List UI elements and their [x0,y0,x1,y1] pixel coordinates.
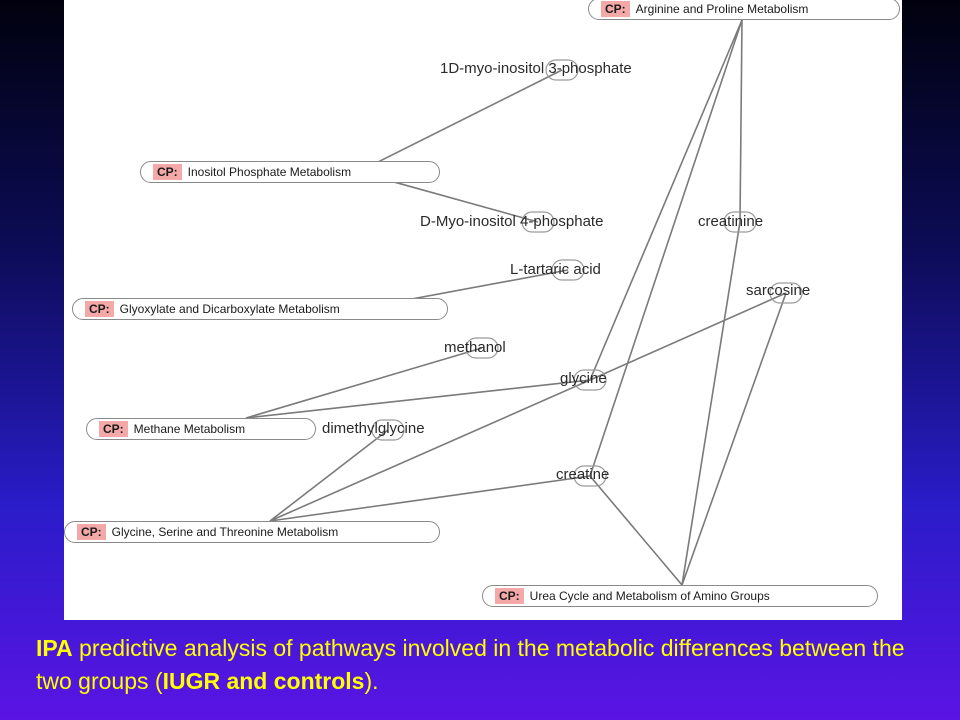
edge-sarcosine-urea [681,292,787,586]
edge-layer [245,19,803,586]
pathway-node-methane: CP: Methane Metabolism [86,418,316,440]
edge-arginine-creatinine [739,19,743,223]
pathway-label: Glycine, Serine and Threonine Metabolism [111,525,339,539]
metabolite-node-oval [465,337,499,359]
metabolite-node-oval [573,465,607,487]
metabolite-node-oval [521,211,555,233]
pathway-node-urea-cycle: CP: Urea Cycle and Metabolism of Amino G… [482,585,878,607]
pathway-label: Urea Cycle and Metabolism of Amino Group… [529,589,770,603]
cp-tag: CP: [153,164,182,180]
pathway-network-diagram: CP: Arginine and Proline Metabolism CP: … [64,0,902,620]
metabolite-node-oval [769,282,803,304]
metabolite-node-oval [371,419,405,441]
metabolite-creatinine: creatinine [698,213,764,230]
edge-methane-methanol [245,347,483,419]
pathway-node-inositol-phosphate: CP: Inositol Phosphate Metabolism [140,161,440,183]
caption-groups: IUGR and controls [162,668,365,694]
metabolite-node-oval [573,369,607,391]
slide-caption: IPA predictive analysis of pathways invo… [36,632,936,698]
metabolite-node-oval [723,211,757,233]
metabolite-sarcosine: sarcosine [746,282,811,299]
caption-end: ). [364,668,379,694]
cp-tag: CP: [601,1,630,17]
pathway-node-arginine-proline: CP: Arginine and Proline Metabolism [588,0,900,20]
metabolite-myo-inositol-4-phosphate: D-Myo-inositol 4-phosphate [420,213,604,230]
cp-tag: CP: [99,421,128,437]
pathway-label: Arginine and Proline Metabolism [635,2,809,16]
edge-glycine_serine-glycine [269,379,591,522]
pathway-label: Inositol Phosphate Metabolism [187,165,352,179]
metabolite-creatine: creatine [556,466,610,483]
caption-text: predictive analysis of pathways involved… [36,635,905,694]
cp-tag: CP: [77,524,106,540]
metabolite-node-oval [551,259,585,281]
caption-ipa: IPA [36,635,73,661]
pathway-node-glyoxylate-dicarboxylate: CP: Glyoxylate and Dicarboxylate Metabol… [72,298,448,320]
metabolite-node-oval [545,59,579,81]
pathway-node-glycine-serine-threonine: CP: Glycine, Serine and Threonine Metabo… [64,521,440,543]
edge-arginine-glycine [589,19,743,381]
edge-methane-glycine [245,379,591,419]
edge-glycine-sarcosine [589,292,787,381]
metabolite-myo-inositol-3-phosphate: 1D-myo-inositol 3-phosphate [440,60,632,77]
edge-creatinine-urea [681,221,741,586]
edge-inositol-myo_inositol_3p [357,69,563,173]
pathway-label: Glyoxylate and Dicarboxylate Metabolism [119,302,340,316]
cp-tag: CP: [495,588,524,604]
edge-glycine_serine-creatine [269,475,591,522]
edge-creatine-urea [589,475,683,586]
pathway-label: Methane Metabolism [133,422,246,436]
metabolite-l-tartaric-acid: L-tartaric acid [510,261,601,278]
cp-tag: CP: [85,301,114,317]
edge-arginine-creatine [589,19,743,477]
edge-glycine_serine-dimethylglycine [269,429,389,522]
metabolite-dimethylglycine: dimethylglycine [322,420,425,437]
metabolite-methanol: methanol [444,339,506,356]
metabolite-glycine: glycine [560,370,607,387]
